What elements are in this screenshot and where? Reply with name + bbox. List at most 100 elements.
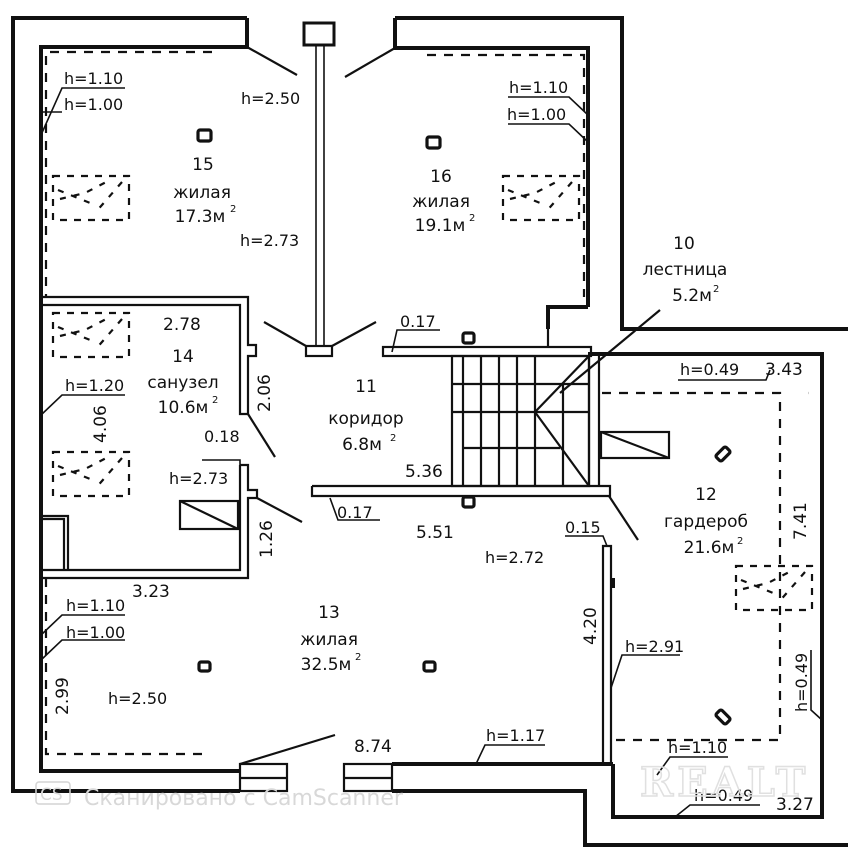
height-label: h=2.50 [108,689,167,708]
staircase [450,354,591,488]
room-name: гардероб [664,512,748,532]
dimension-label: 4.06 [91,405,111,443]
height-label: h=1.00 [507,105,566,124]
camscanner-logo-icon [35,781,71,805]
leader-lines [40,46,823,818]
room-15-label: 15 жилая 17.3м 2 [173,155,236,227]
room-area: 10.6м [158,398,209,418]
room-area: 5.2м [672,286,712,306]
outer-wall-line [11,16,247,793]
room-number: 10 [673,234,695,254]
skylight-icon [734,564,814,612]
height-label: h=2.73 [169,469,228,488]
room-area: 21.6м [684,538,735,558]
height-label: h=0.49 [792,653,811,712]
room-14-label: 14 санузел 10.6м 2 [147,347,218,418]
dimension-label: 3.23 [132,582,170,602]
dimension-label: 0.17 [400,312,436,331]
height-label: h=1.00 [66,623,125,642]
room-10-label: 10 лестница 5.2м 2 [643,234,728,306]
dimension-label: 2.78 [163,315,201,335]
outer-wall-line-right [395,16,848,331]
vent-icon [196,128,213,143]
room-area: 17.3м [175,207,226,227]
dimension-labels: 2.78 4.06 2.06 0.18 1.26 0.17 0.17 5.36 … [53,312,814,815]
dimension-label: 3.27 [776,795,814,815]
room-number: 12 [695,485,717,505]
room-name: жилая [300,630,358,650]
height-label: h=1.17 [486,726,545,745]
dimension-label: 2.99 [53,677,73,715]
room-number: 14 [172,347,194,367]
height-label: h=1.10 [668,738,727,757]
dimension-label: 2.06 [255,374,275,412]
dimension-label: 0.18 [204,427,240,446]
chimney-block [302,21,336,47]
height-label: h=1.10 [66,596,125,615]
area-sup: 2 [230,204,236,215]
vent-icon [197,660,212,673]
skylight-icon [51,174,131,222]
room-12-label: 12 гардероб 21.6м 2 [664,485,748,558]
height-label: h=1.20 [65,376,124,395]
area-sup: 2 [212,395,218,406]
skylight-icon [51,311,131,359]
dimension-label: 0.17 [337,503,373,522]
vent-icon [461,331,476,345]
partition-end [304,344,334,358]
stairs-outline [450,354,591,488]
room-number: 15 [192,155,214,175]
skylight-icon [501,174,581,222]
area-sup: 2 [713,284,719,295]
height-label: h=0.49 [680,360,739,379]
room-name: жилая [412,192,470,212]
room-number: 16 [430,167,452,187]
height-label: h=1.10 [509,78,568,97]
camscanner-watermark: Сканировано с CamScanner [84,786,404,811]
area-sup: 2 [355,652,361,663]
vent-icon [714,445,732,463]
height-label: h=1.10 [64,69,123,88]
room-11-label: 11 коридор 6.8м 2 [328,377,403,455]
vent-icon [422,660,437,673]
dimension-label: 4.20 [581,607,601,645]
outer-walls [11,16,848,847]
inner-wall-line-15 [39,18,249,773]
room-area: 32.5м [301,655,352,675]
room-name: жилая [173,183,231,203]
dimension-label: 5.51 [416,523,454,543]
height-label: h=2.72 [485,548,544,567]
inner-wall-line-12 [588,352,824,819]
skylights [51,174,814,612]
outer-wall-line-bottom [392,789,848,847]
skylight-icon [51,450,131,498]
partitions [41,45,671,764]
dimension-label: 0.15 [565,518,601,537]
room-number: 13 [318,603,340,623]
room-16-label: 16 жилая 19.1м 2 [412,167,475,236]
room-13-label: 13 жилая 32.5м 2 [300,603,361,675]
corridor-top-wall [381,345,593,358]
room-area: 19.1м [415,216,466,236]
height-label: h=2.91 [625,637,684,656]
vents [196,128,732,726]
area-sup: 2 [469,213,475,224]
room-name: лестница [643,260,728,280]
inner-wall-line-16 [393,18,590,307]
dimension-label: 7.41 [791,502,811,540]
area-sup: 2 [737,536,743,547]
windows [238,762,394,793]
vent-icon [461,495,476,509]
dimension-label: 1.26 [257,520,277,558]
vent-icon [425,135,442,150]
height-label: h=2.73 [240,231,299,250]
room-number: 11 [355,377,377,397]
slope-lines [44,50,782,756]
corridor-bottom-wall [310,484,612,498]
camscanner-badge: CS [40,785,63,805]
area-sup: 2 [390,433,396,444]
room-name: коридор [328,409,403,429]
dimension-label: 3.43 [765,360,803,380]
height-label: h=1.00 [64,95,123,114]
